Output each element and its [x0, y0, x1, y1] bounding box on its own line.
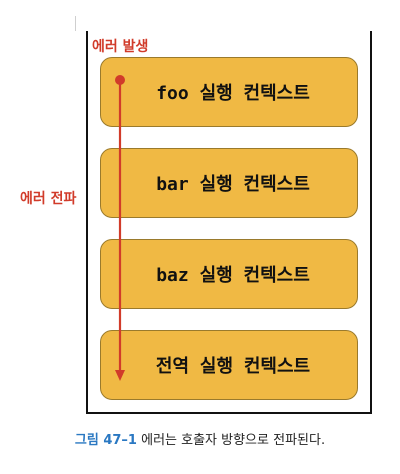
- bar-context-label: bar 실행 컨텍스트: [156, 174, 310, 195]
- global-context-label: 전역 실행 컨텍스트: [155, 356, 311, 377]
- bar-context-box: bar 실행 컨텍스트: [100, 148, 358, 218]
- foo-context-box: foo 실행 컨텍스트: [100, 57, 358, 127]
- call-stack-frame: [86, 31, 372, 414]
- error-propagation-label: 에러 전파: [20, 191, 77, 207]
- baz-context-label: baz 실행 컨텍스트: [156, 265, 310, 286]
- figure-number: 그림 47–1: [74, 433, 137, 448]
- global-context-box: 전역 실행 컨텍스트: [100, 330, 358, 400]
- figure-caption: 그림 47–1 에러는 호출자 방향으로 전파된다.: [0, 429, 400, 448]
- baz-context-box: baz 실행 컨텍스트: [100, 239, 358, 309]
- error-occurred-label: 에러 발생: [92, 39, 149, 55]
- figure-caption-text: 에러는 호출자 방향으로 전파된다.: [136, 433, 326, 448]
- foo-context-label: foo 실행 컨텍스트: [156, 83, 310, 104]
- top-edge-tick: [75, 16, 76, 31]
